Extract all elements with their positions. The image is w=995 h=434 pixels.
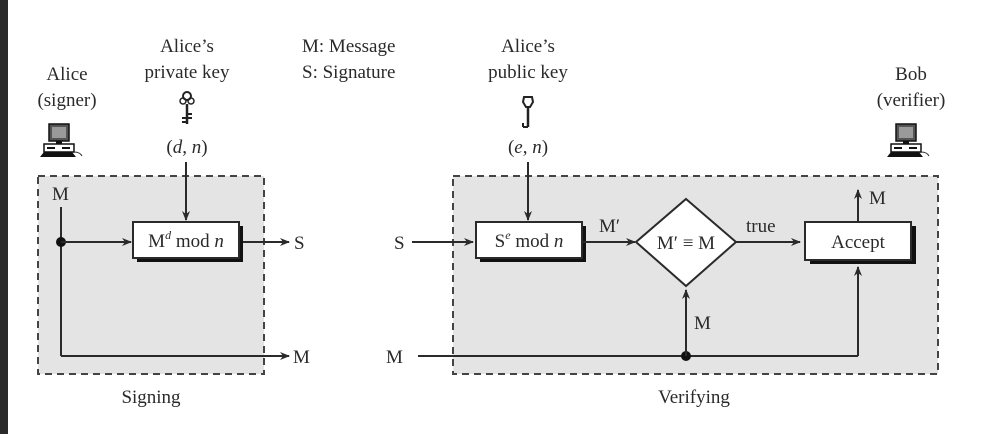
intermediate-label: M′: [599, 216, 620, 237]
verifying-input-signature: S: [394, 233, 405, 254]
verifying-output-message: M: [869, 188, 886, 209]
public-key-params: (e, n): [508, 137, 548, 158]
legend-signature: S: Signature: [302, 62, 395, 83]
svg-text:Md mod n: Md mod n: [148, 228, 224, 252]
verifier-name: Bob: [895, 64, 927, 85]
compare-input-label: M: [694, 313, 711, 334]
signer-name: Alice: [46, 64, 87, 85]
window-edge: [0, 0, 8, 434]
signing-input-message: M: [52, 184, 69, 205]
sign-box: Md mod n: [132, 221, 243, 262]
true-label: true: [746, 216, 776, 237]
signing-output-signature: S: [294, 233, 305, 254]
svg-text:Accept: Accept: [831, 232, 886, 253]
signer-role: (signer): [37, 90, 96, 111]
verifying-title: Verifying: [658, 387, 730, 408]
signing-panel: [37, 175, 265, 375]
verifier-role: (verifier): [877, 90, 946, 111]
verify-box: Se mod n: [475, 221, 586, 262]
private-key-label-1: Alice’s: [160, 36, 214, 57]
computer-icon: [40, 123, 83, 157]
private-key-label-2: private key: [145, 62, 230, 83]
compare-diamond: M′ ≡ M: [634, 197, 738, 288]
legend-message: M: Message: [302, 36, 395, 57]
accept-box: Accept: [804, 221, 916, 264]
verifying-input-message: M: [386, 347, 403, 368]
signing-title: Signing: [121, 387, 181, 408]
svg-text:Se mod n: Se mod n: [495, 228, 564, 252]
signing-output-message: M: [293, 347, 310, 368]
svg-text:M′ ≡ M: M′ ≡ M: [657, 233, 715, 254]
private-key-icon: [179, 91, 195, 124]
public-key-label-1: Alice’s: [501, 36, 555, 57]
computer-icon: [887, 123, 930, 157]
private-key-params: (d, n): [166, 137, 207, 158]
public-key-icon: [521, 96, 535, 128]
public-key-label-2: public key: [488, 62, 568, 83]
